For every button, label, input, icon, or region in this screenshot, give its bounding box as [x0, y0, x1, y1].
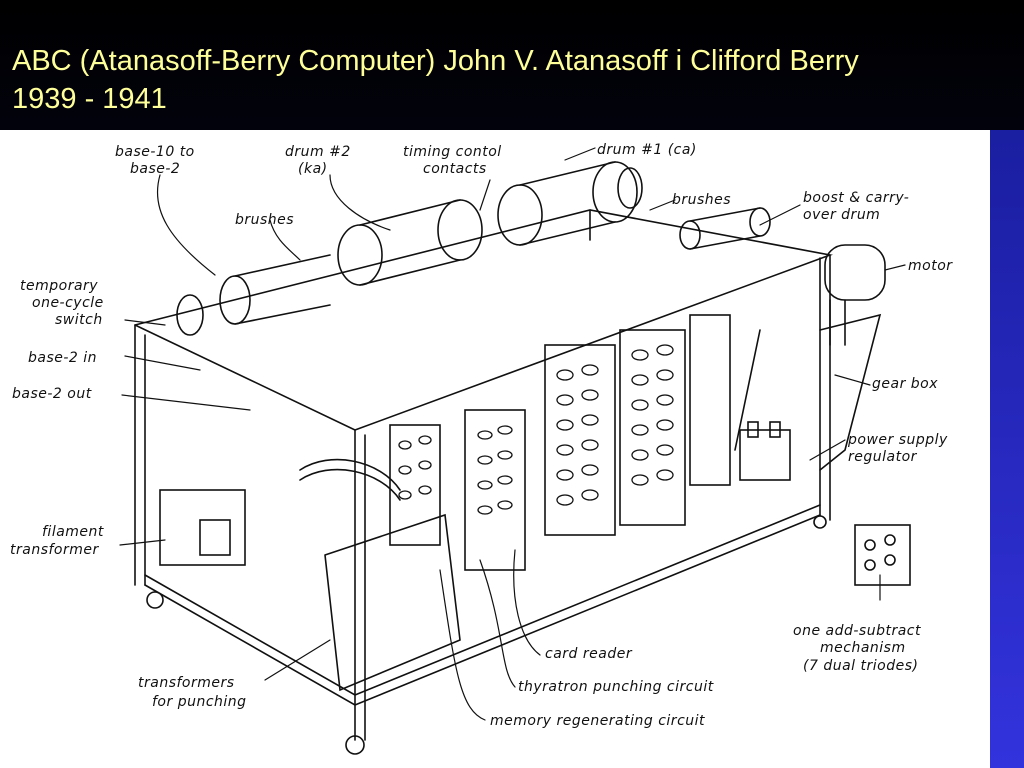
machine-frame [134, 209, 833, 755]
filament-transformer-box [159, 489, 246, 566]
motor [824, 244, 886, 346]
label-motor: motor [908, 258, 953, 274]
tube-panels [389, 314, 731, 571]
leader-lines [119, 147, 906, 721]
label-drum-2-line1: drum #2 [285, 144, 351, 160]
label-base2-out: base-2 out [12, 386, 92, 402]
add-subtract-unit [854, 524, 911, 586]
label-card-reader: card reader [545, 646, 633, 662]
label-base10-to-base2-line1: base-10 to [115, 144, 195, 160]
label-gear-box: gear box [872, 376, 938, 392]
label-add-subtract-line1: one add-subtract [793, 623, 921, 639]
label-add-subtract-line2: mechanism [820, 640, 906, 656]
title-line-2: 1939 - 1941 [12, 83, 167, 115]
abc-computer-diagram: base-10 to base-2 drum #2 (ka) timing co… [10, 142, 953, 755]
punching-transformers [299, 458, 461, 692]
drum-2 [337, 199, 483, 286]
label-transformers-line2: for punching [152, 694, 247, 710]
diagram-labels: base-10 to base-2 drum #2 (ka) timing co… [10, 142, 953, 729]
label-memory-circuit: memory regenerating circuit [490, 713, 705, 729]
label-base2-in: base-2 in [28, 350, 97, 366]
label-temp-switch-line2: one-cycle [32, 295, 104, 311]
label-transformers-line1: transformers [138, 675, 235, 691]
label-power-supply-line2: regulator [848, 449, 918, 465]
label-drum-2-line2: (ka) [298, 161, 328, 177]
label-brushes-left: brushes [235, 212, 294, 228]
label-base10-to-base2-line2: base-2 [130, 161, 180, 177]
label-filament-line2: transformer [10, 542, 99, 558]
label-add-subtract-line3: (7 dual triodes) [803, 658, 918, 674]
label-thyratron: thyratron punching circuit [518, 679, 714, 695]
label-boost-carry-line1: boost & carry- [803, 190, 909, 206]
label-boost-carry-line2: over drum [803, 207, 880, 223]
power-supply [739, 421, 791, 481]
accent-strip [990, 130, 1024, 768]
label-temp-switch-line1: temporary [20, 278, 98, 294]
label-timing-line1: timing contol [403, 144, 502, 160]
base-converter-wheels [176, 254, 331, 336]
boost-carry-drum [679, 207, 771, 250]
label-filament-line1: filament [42, 524, 104, 540]
slide-title: ABC (Atanasoff-Berry Computer) John V. A… [12, 42, 1012, 118]
label-timing-line2: contacts [423, 161, 487, 177]
drum-1 [497, 161, 643, 246]
label-brushes-top: brushes [672, 192, 731, 208]
label-temp-switch-line3: switch [55, 312, 103, 328]
title-line-1: ABC (Atanasoff-Berry Computer) John V. A… [12, 45, 859, 77]
diagram-panel: base-10 to base-2 drum #2 (ka) timing co… [0, 130, 990, 768]
label-drum-1: drum #1 (ca) [597, 142, 697, 158]
label-power-supply-line1: power supply [847, 432, 948, 448]
